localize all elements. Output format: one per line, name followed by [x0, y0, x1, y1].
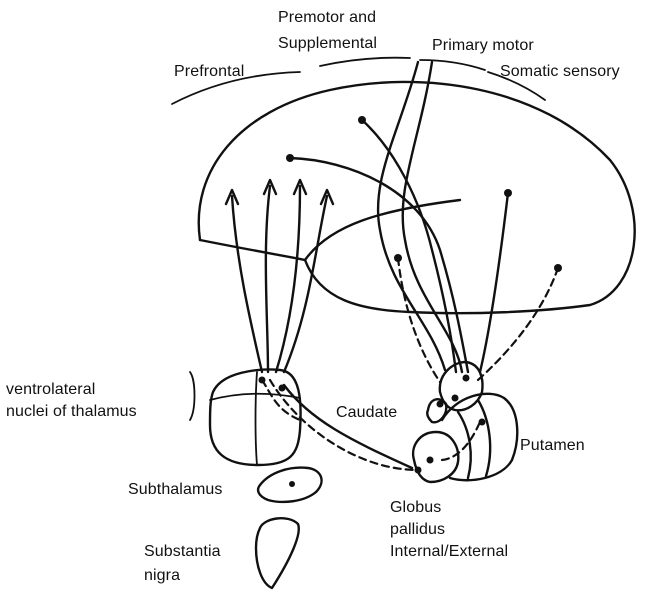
subthalamus-neuron-dot	[289, 481, 295, 487]
thalamus-neuron-dot-2	[279, 385, 286, 392]
ventrolateral-bracket	[190, 372, 195, 420]
label-premotor-line1: Premotor and	[278, 8, 376, 27]
label-globus-line3: Internal/External	[390, 542, 508, 561]
putamen-inner-lobe-1	[478, 400, 490, 476]
thalamocortical-fiber-1	[232, 196, 262, 372]
label-nigra-line1: Substantia	[144, 542, 221, 561]
label-putamen: Putamen	[520, 436, 585, 455]
label-primary-motor: Primary motor	[432, 36, 534, 55]
striatopallidal-dashed	[442, 422, 480, 460]
label-globus-line1: Globus	[390, 498, 441, 517]
pallidothalamic-tract	[284, 385, 412, 468]
somatic-projection	[480, 193, 508, 372]
label-globus-line2: pallidus	[390, 520, 445, 539]
label-premotor-line2: Supplemental	[278, 34, 377, 53]
pallidus-neuron-dot-2	[415, 467, 422, 474]
thalamocortical-fiber-3	[276, 186, 300, 372]
temporal-neuron-dot	[394, 254, 402, 262]
premotor-bracket	[320, 58, 410, 66]
premotor-projection	[362, 120, 456, 372]
striatum-neuron-dot-2	[437, 401, 444, 408]
sensory-neuron-dot	[554, 264, 562, 272]
putamen-neuron-dot	[479, 419, 486, 426]
label-thalamus-line1: ventrolateral	[6, 380, 95, 399]
pallidus-neuron-dot-1	[427, 457, 434, 464]
caudate-neuron-dot	[463, 375, 470, 382]
striatum-neuron-dot-1	[452, 395, 459, 402]
label-somatic-sensory: Somatic sensory	[500, 62, 620, 81]
thalamus-vertical-divide	[256, 372, 258, 465]
somatic-neuron-dot	[504, 189, 512, 197]
substantia-nigra-outline	[256, 518, 299, 588]
central-sulcus	[305, 200, 460, 260]
label-prefrontal: Prefrontal	[174, 62, 244, 81]
putamen-inner-lobe-2	[458, 412, 471, 478]
thalamus-neuron-dot-1	[259, 377, 266, 384]
lateral-fissure	[200, 240, 305, 260]
label-thalamus-line2: nuclei of thalamus	[6, 402, 137, 421]
thalamocortical-fiber-2	[266, 186, 270, 372]
label-subthalamus: Subthalamus	[128, 480, 223, 499]
label-nigra-line2: nigra	[144, 566, 180, 585]
prefrontal-neuron-dot	[286, 154, 294, 162]
temporal-dashed-projection	[398, 258, 440, 382]
premotor-neuron-dot	[358, 116, 366, 124]
globus-pallidus-outline	[413, 432, 458, 482]
motor-tract-b	[403, 62, 462, 372]
putamen-outline	[442, 394, 517, 480]
label-caudate: Caudate	[336, 403, 397, 422]
